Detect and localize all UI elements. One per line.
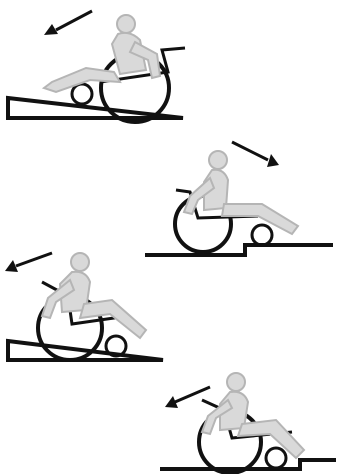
caster-wheel xyxy=(266,448,286,468)
mannequin xyxy=(202,373,304,458)
